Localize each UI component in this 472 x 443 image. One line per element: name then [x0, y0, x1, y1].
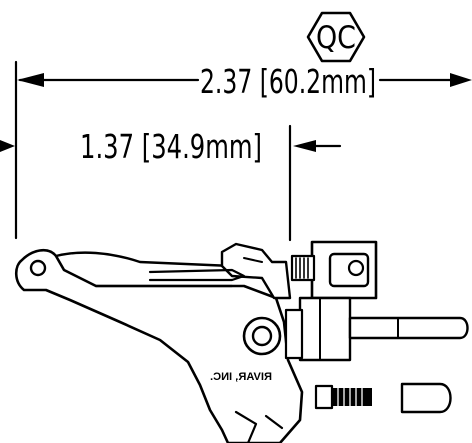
qc-label: QC — [316, 20, 356, 56]
body-pivot-inner — [251, 325, 273, 347]
trigger-pin — [348, 316, 469, 340]
bracket — [284, 308, 304, 360]
manufacturer-stamp-text: RIVAR, INC. — [210, 371, 272, 383]
trigger-body — [14, 248, 304, 443]
qc-badge: QC — [306, 11, 366, 63]
trigger-assembly: RIVAR, INC. — [14, 240, 469, 443]
lever-arm-top — [54, 251, 234, 268]
body-pivot-outer — [242, 316, 282, 356]
offset-arrowhead-right — [293, 140, 316, 152]
dimension-offset-label: 1.37 [34.9mm] — [80, 127, 262, 166]
mounting-block-hole — [347, 259, 365, 277]
dimension-overall-label: 2.37 [60.2mm] — [200, 62, 376, 101]
spring-coil-lines — [337, 388, 363, 406]
trigger-foot-line — [264, 414, 284, 430]
mounting-post — [298, 296, 352, 362]
qc-hexagon-outline — [306, 11, 366, 63]
dimension-offset: 1.37 [34.9mm] — [0, 124, 342, 242]
arrowhead-left — [17, 73, 44, 87]
spring-screw-head — [314, 384, 334, 410]
offset-arrowhead-left — [0, 140, 15, 152]
safety-lever — [220, 242, 292, 300]
finger-slot — [148, 268, 246, 282]
cap-button — [400, 382, 452, 414]
adjust-screw-threads — [295, 257, 309, 279]
dimension-overall: 2.37 [60.2mm] — [14, 60, 472, 240]
safety-lever-detail — [243, 257, 263, 263]
pivot-hole — [29, 259, 47, 277]
manufacturer-stamp: RIVAR, INC. — [210, 371, 272, 383]
trigger-foot-detail — [234, 410, 258, 443]
arrowhead-right — [450, 73, 472, 87]
